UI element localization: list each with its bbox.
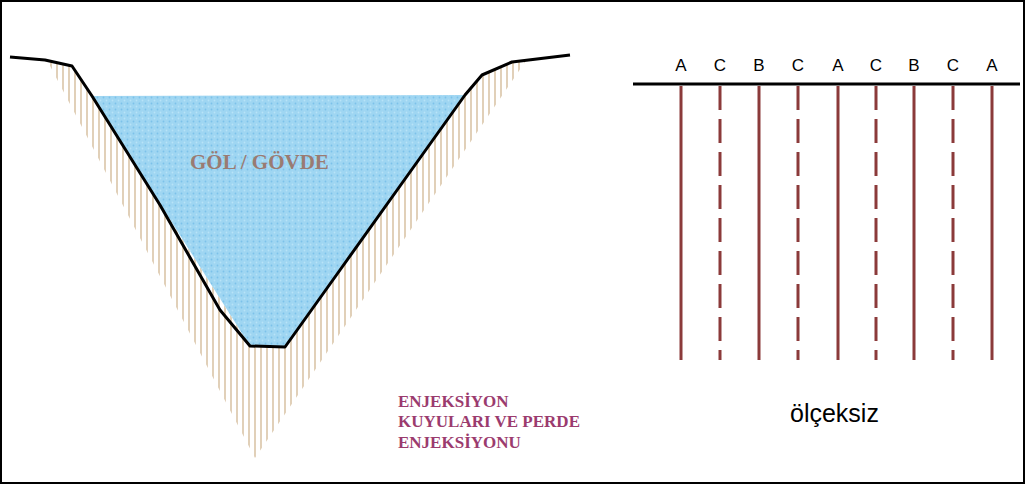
well-letter: C	[870, 56, 882, 76]
well-solid	[991, 86, 994, 360]
well-letter: A	[675, 56, 686, 76]
well-letter: C	[714, 56, 726, 76]
ground-surface	[10, 55, 570, 347]
lake-water	[92, 95, 465, 347]
well-solid	[680, 86, 683, 360]
well-letter: C	[792, 56, 804, 76]
well-solid	[913, 86, 916, 360]
well-solid	[758, 86, 761, 360]
well-dashed	[875, 86, 878, 360]
well-dashed	[952, 86, 955, 360]
injection-wells	[681, 86, 992, 360]
well-letter: C	[947, 56, 959, 76]
scale-note: ölçeksiz	[790, 398, 879, 428]
well-dashed	[719, 86, 722, 360]
ground-line	[633, 83, 1020, 86]
lake-label: GÖL / GÖVDE	[190, 150, 329, 175]
well-letter: A	[986, 56, 997, 76]
well-solid	[837, 86, 840, 360]
well-dashed	[797, 86, 800, 360]
well-letter: B	[753, 56, 764, 76]
figure-caption: ENJEKSİYON KUYULARI VE PERDE ENJEKSİYONU	[398, 392, 587, 453]
well-letter: B	[908, 56, 919, 76]
well-letter: A	[832, 56, 843, 76]
